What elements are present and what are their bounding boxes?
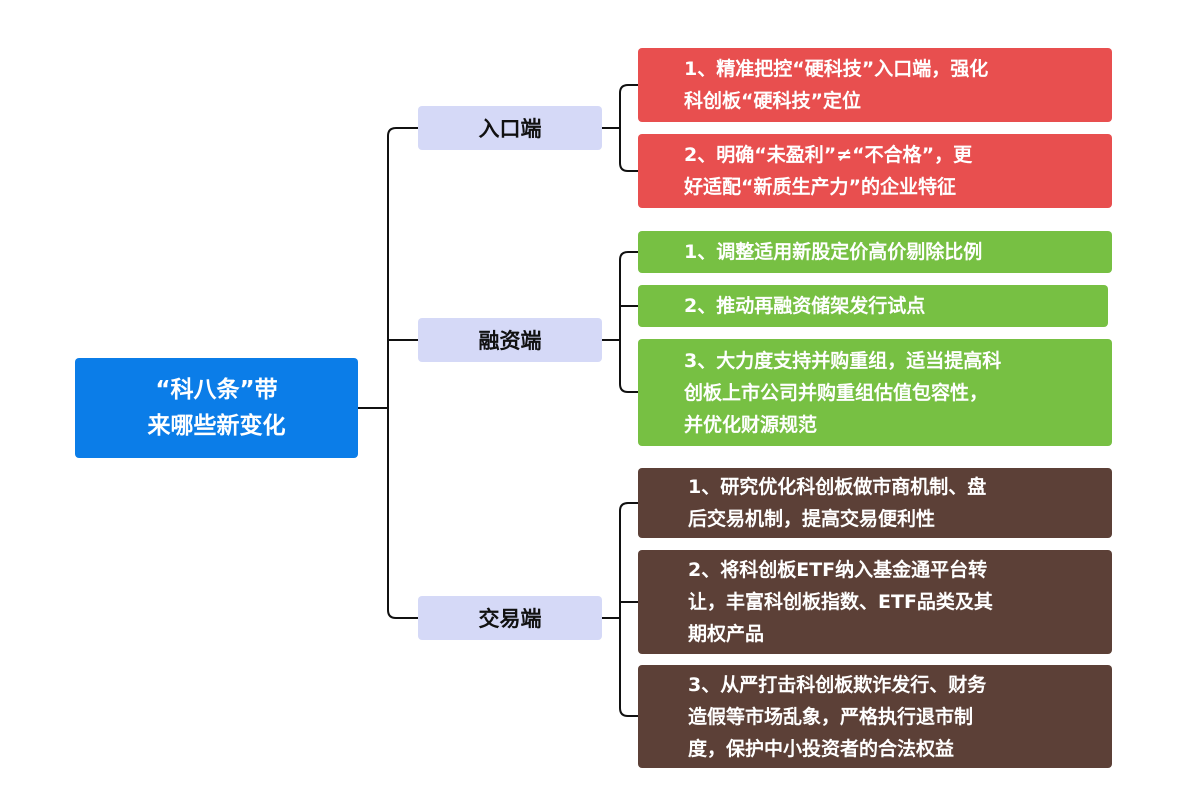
entry-connector xyxy=(602,84,638,172)
trading-item-1[interactable]: 1、研究优化科创板做市商机制、盘 后交易机制，提高交易便利性 xyxy=(638,468,1112,538)
root-line: 来哪些新变化 xyxy=(147,413,286,439)
trading-connector xyxy=(602,502,638,717)
financing-item-1[interactable]: 1、调整适用新股定价高价剔除比例 xyxy=(638,231,1112,273)
branch-financing[interactable]: 融资端 xyxy=(418,318,602,362)
item-line: 好适配“新质生产力”的企业特征 xyxy=(684,176,956,198)
item-line: 3、从严打击科创板欺诈发行、财务 xyxy=(688,673,987,696)
entry-item-1[interactable]: 1、精准把控“硬科技”入口端，强化 科创板“硬科技”定位 xyxy=(638,48,1112,122)
financing-item-3[interactable]: 3、大力度支持并购重组，适当提高科 创板上市公司并购重组估值包容性， 并优化财源… xyxy=(638,339,1112,446)
item-line: 3、大力度支持并购重组，适当提高科 xyxy=(684,349,1002,372)
item-line: 1、研究优化科创板做市商机制、盘 xyxy=(688,476,987,498)
item-line: 2、推动再融资储架发行试点 xyxy=(684,295,926,317)
branch-label: 入口端 xyxy=(478,117,542,141)
financing-connector xyxy=(602,251,638,393)
item-line: 让，丰富科创板指数、ETF品类及其 xyxy=(688,591,993,613)
entry-item-2[interactable]: 2、明确“未盈利”≠“不合格”，更 好适配“新质生产力”的企业特征 xyxy=(638,134,1112,208)
item-line: 造假等市场乱象，严格执行退市制 xyxy=(688,705,974,728)
item-line: 2、明确“未盈利”≠“不合格”，更 xyxy=(684,144,973,166)
item-line: 度，保护中小投资者的合法权益 xyxy=(688,737,955,760)
item-line: 创板上市公司并购重组估值包容性， xyxy=(684,381,989,404)
branch-label: 交易端 xyxy=(478,607,542,631)
branch-label: 融资端 xyxy=(478,329,542,353)
branch-trading[interactable]: 交易端 xyxy=(418,596,602,640)
trading-item-3[interactable]: 3、从严打击科创板欺诈发行、财务 造假等市场乱象，严格执行退市制 度，保护中小投… xyxy=(638,665,1112,768)
item-line: 科创板“硬科技”定位 xyxy=(684,90,861,112)
item-line: 期权产品 xyxy=(688,623,765,645)
item-line: 并优化财源规范 xyxy=(684,413,818,436)
root-line: “科八条”带 xyxy=(155,377,278,403)
item-line: 2、将科创板ETF纳入基金通平台转 xyxy=(688,559,988,581)
financing-item-2[interactable]: 2、推动再融资储架发行试点 xyxy=(638,285,1108,327)
branch-entry[interactable]: 入口端 xyxy=(418,106,602,150)
trunk-connector xyxy=(387,127,418,619)
trading-item-2[interactable]: 2、将科创板ETF纳入基金通平台转 让，丰富科创板指数、ETF品类及其 期权产品 xyxy=(638,550,1112,654)
item-line: 后交易机制，提高交易便利性 xyxy=(688,508,936,530)
item-line: 1、调整适用新股定价高价剔除比例 xyxy=(684,241,983,263)
item-line: 1、精准把控“硬科技”入口端，强化 xyxy=(684,58,989,80)
root-node[interactable]: “科八条”带 来哪些新变化 xyxy=(75,358,358,458)
